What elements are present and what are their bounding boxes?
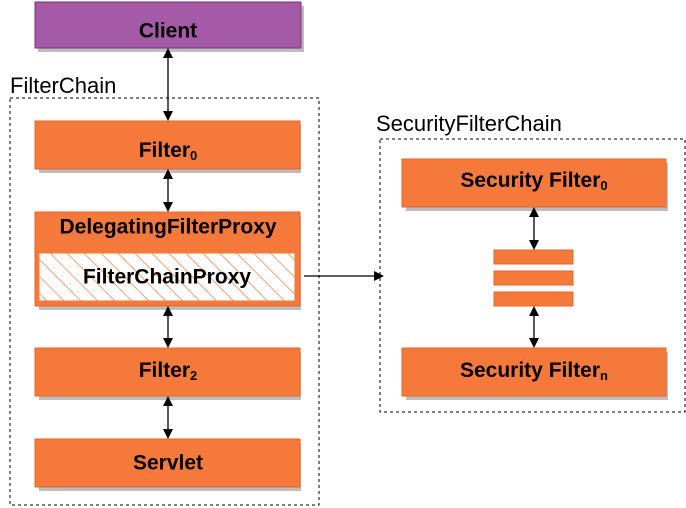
filter-2-text: Filter: [139, 359, 190, 382]
security-filter-0-subscript: 0: [600, 178, 607, 193]
filter-0-subscript: 0: [190, 148, 197, 163]
security-filter-chain-container: SecurityFilterChain: [376, 111, 686, 413]
filter-0-node: Filter0: [34, 120, 301, 173]
security-filter-n-node: Security Filtern: [401, 347, 668, 400]
filter-2-subscript: 2: [190, 368, 197, 383]
filter-2-label: Filter2: [139, 359, 198, 384]
delegating-filter-proxy-label: DelegatingFilterProxy: [59, 216, 276, 239]
security-filter-n-label: Security Filtern: [460, 359, 608, 384]
more-filters-stack: [493, 249, 574, 307]
security-filter-n-subscript: n: [600, 368, 608, 383]
security-filter-0-node: Security Filter0: [401, 158, 668, 211]
filter-0-label: Filter0: [139, 139, 198, 164]
client-label: Client: [139, 20, 197, 43]
filter-chain-proxy-node: FilterChainProxy: [38, 252, 296, 302]
client-node: Client: [34, 1, 304, 52]
filter-chain-container: FilterChain: [9, 73, 320, 506]
servlet-label: Servlet: [133, 452, 203, 475]
security-filter-0-label: Security Filter0: [460, 169, 607, 194]
filter-0-text: Filter: [139, 139, 190, 162]
filter-chain-title: FilterChain: [10, 73, 116, 98]
filter-chain-proxy-label: FilterChainProxy: [83, 266, 251, 289]
security-filter-0-text: Security Filter: [460, 169, 600, 192]
servlet-node: Servlet: [34, 438, 301, 491]
delegating-filter-proxy-node: DelegatingFilterProxy FilterChainProxy: [34, 211, 301, 310]
security-filter-n-text: Security Filter: [460, 359, 600, 382]
filter-2-node: Filter2: [34, 347, 301, 400]
security-filter-chain-title: SecurityFilterChain: [376, 111, 562, 136]
